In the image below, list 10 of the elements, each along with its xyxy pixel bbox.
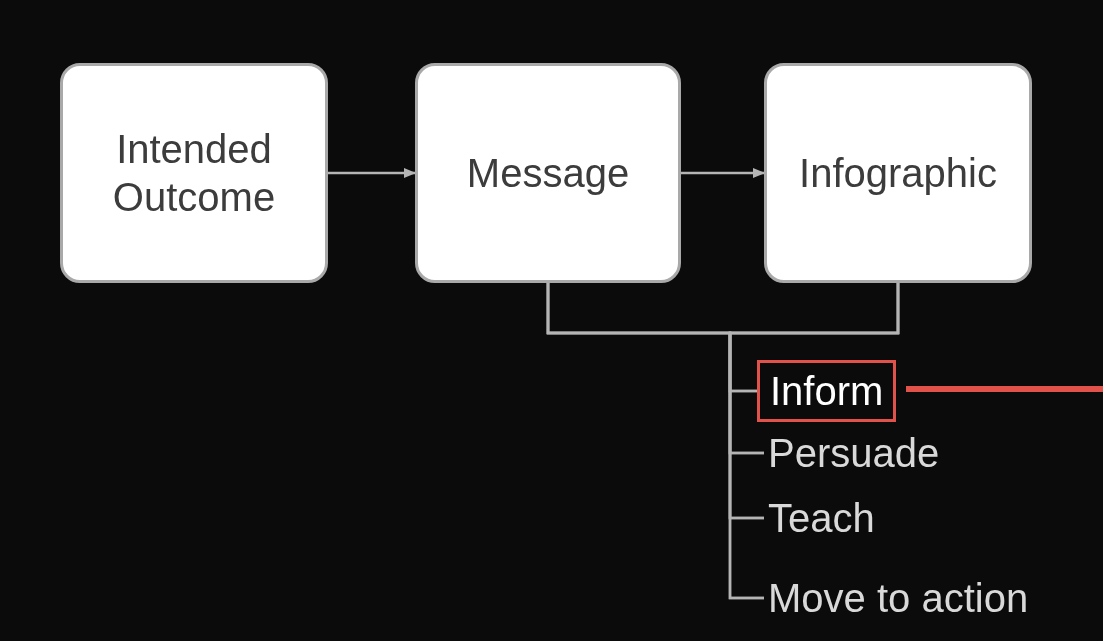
process-box: Infographic <box>764 63 1032 283</box>
process-box: Intended Outcome <box>60 63 328 283</box>
list-item: Persuade <box>764 428 944 478</box>
connector-line <box>728 283 900 600</box>
list-item: Move to action <box>764 572 1033 624</box>
arrow <box>328 168 416 178</box>
arrow <box>681 168 765 178</box>
process-box: Message <box>415 63 681 283</box>
highlighted-item: Inform <box>757 360 897 422</box>
list-item: Teach <box>764 493 879 543</box>
